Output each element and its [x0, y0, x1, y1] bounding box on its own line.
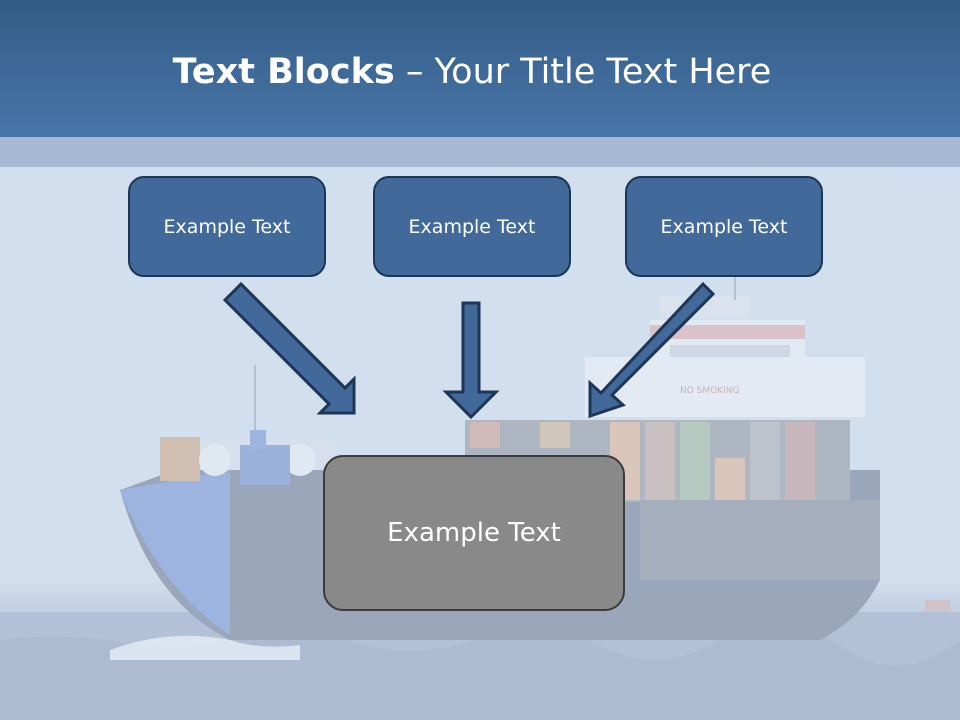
title-rest: – Your Title Text Here	[394, 52, 772, 92]
slide-title: Text Blocks – Your Title Text Here	[0, 52, 944, 92]
header-strip	[0, 137, 960, 167]
text-block-2[interactable]: Example Text	[373, 176, 571, 277]
arrow-right	[588, 281, 716, 419]
text-block-3[interactable]: Example Text	[625, 176, 823, 277]
arrow-left	[222, 281, 356, 415]
center-text-block[interactable]: Example Text	[323, 455, 625, 611]
title-bold: Text Blocks	[172, 52, 395, 92]
arrow-center	[442, 301, 500, 420]
title-bar	[0, 0, 960, 137]
text-block-1[interactable]: Example Text	[128, 176, 326, 277]
ship-sign: NO SMOKING	[680, 386, 740, 396]
